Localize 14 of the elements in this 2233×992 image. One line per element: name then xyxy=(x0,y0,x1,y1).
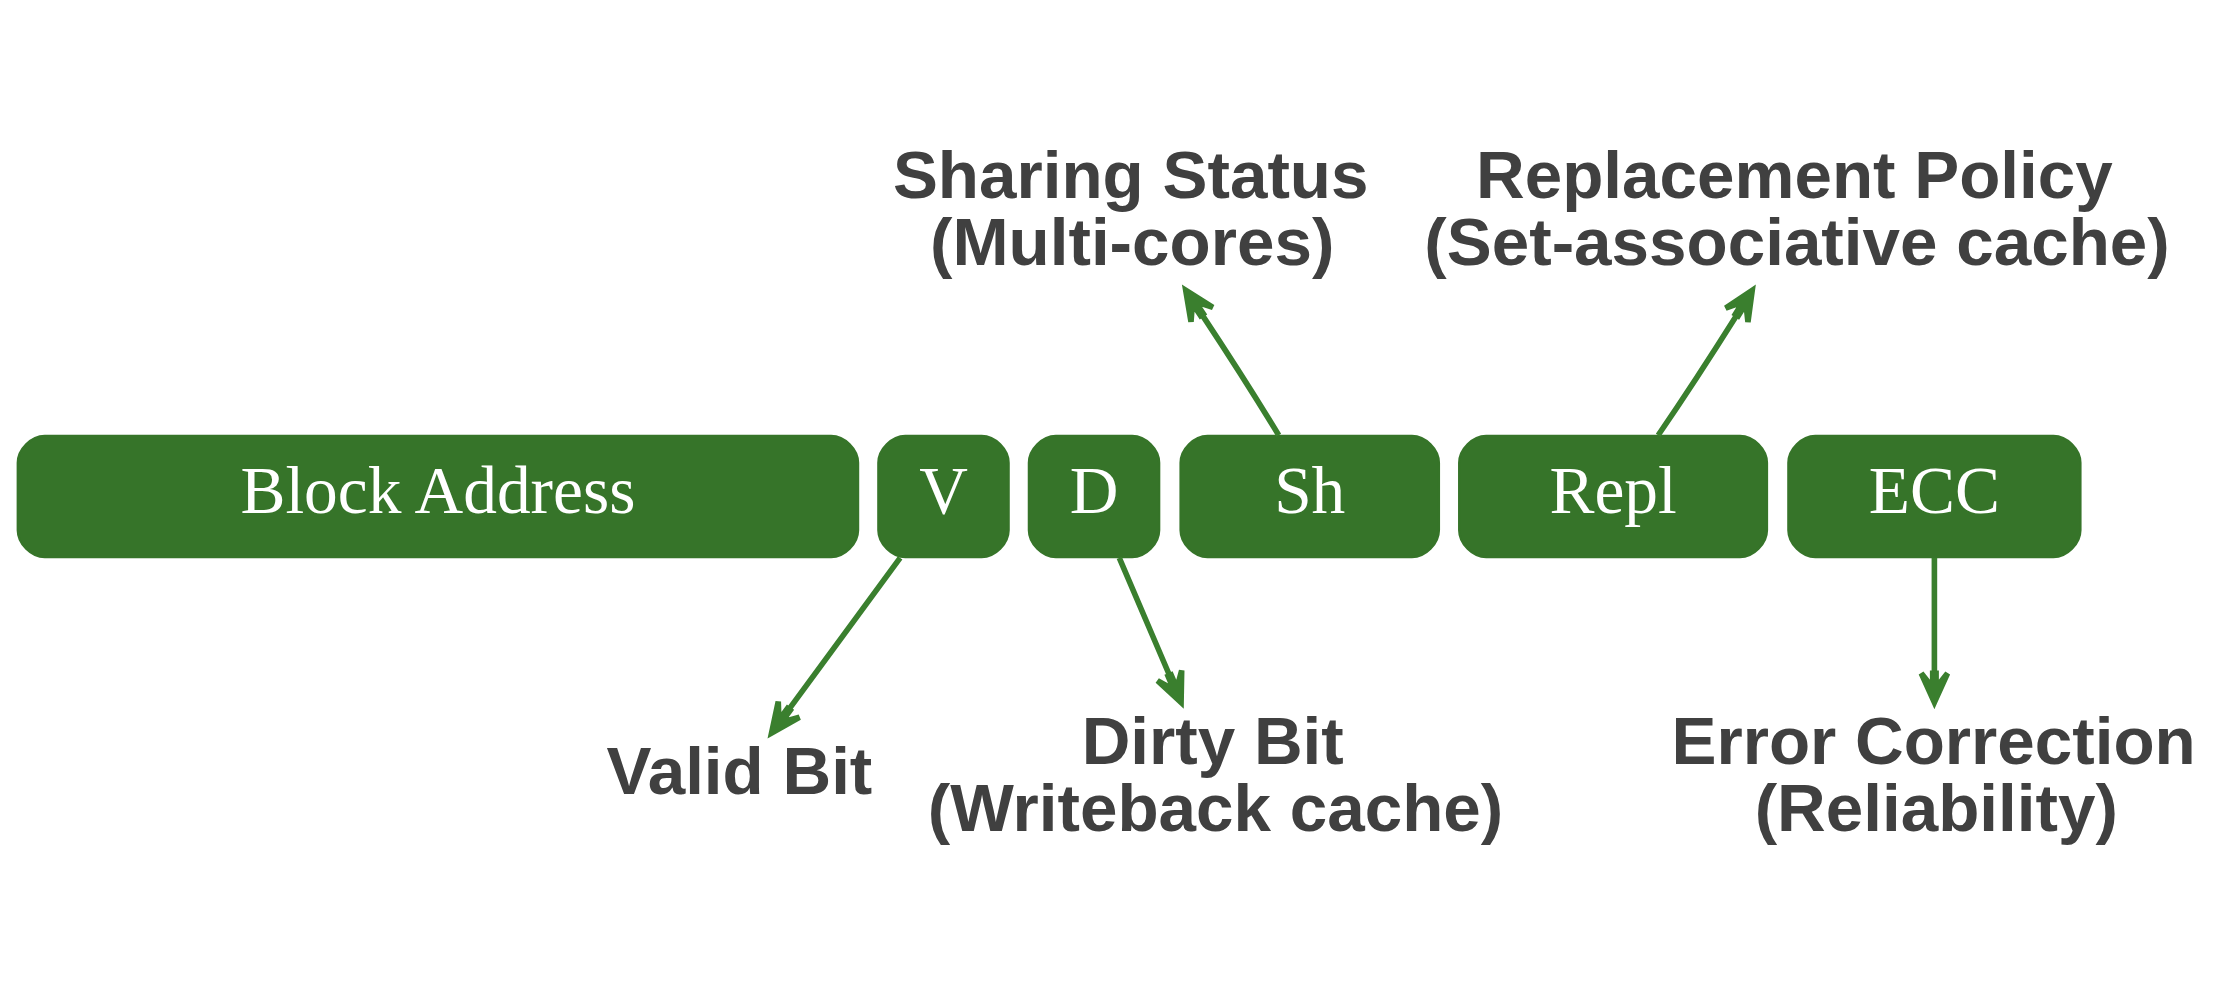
node-box: Repl xyxy=(1458,434,1769,558)
arrow xyxy=(1182,287,1282,437)
arrow xyxy=(1655,287,1756,437)
node-box: ECC xyxy=(1787,434,2082,558)
node-box: D xyxy=(1027,434,1161,558)
node-text: Dirty Bit (Writeback cache) xyxy=(927,702,1504,845)
node-box: Sh xyxy=(1179,434,1441,558)
node-box: Block Address xyxy=(16,434,860,558)
node-text: Replacement Policy (Set-associative cache) xyxy=(1424,136,2170,279)
arrow xyxy=(768,555,903,736)
node-text: Sharing Status (Multi-cores) xyxy=(892,136,1369,279)
node-box: V xyxy=(877,434,1010,558)
node-text: Valid Bit xyxy=(606,732,873,808)
node-text: Error Correction (Reliability) xyxy=(1671,702,2196,845)
